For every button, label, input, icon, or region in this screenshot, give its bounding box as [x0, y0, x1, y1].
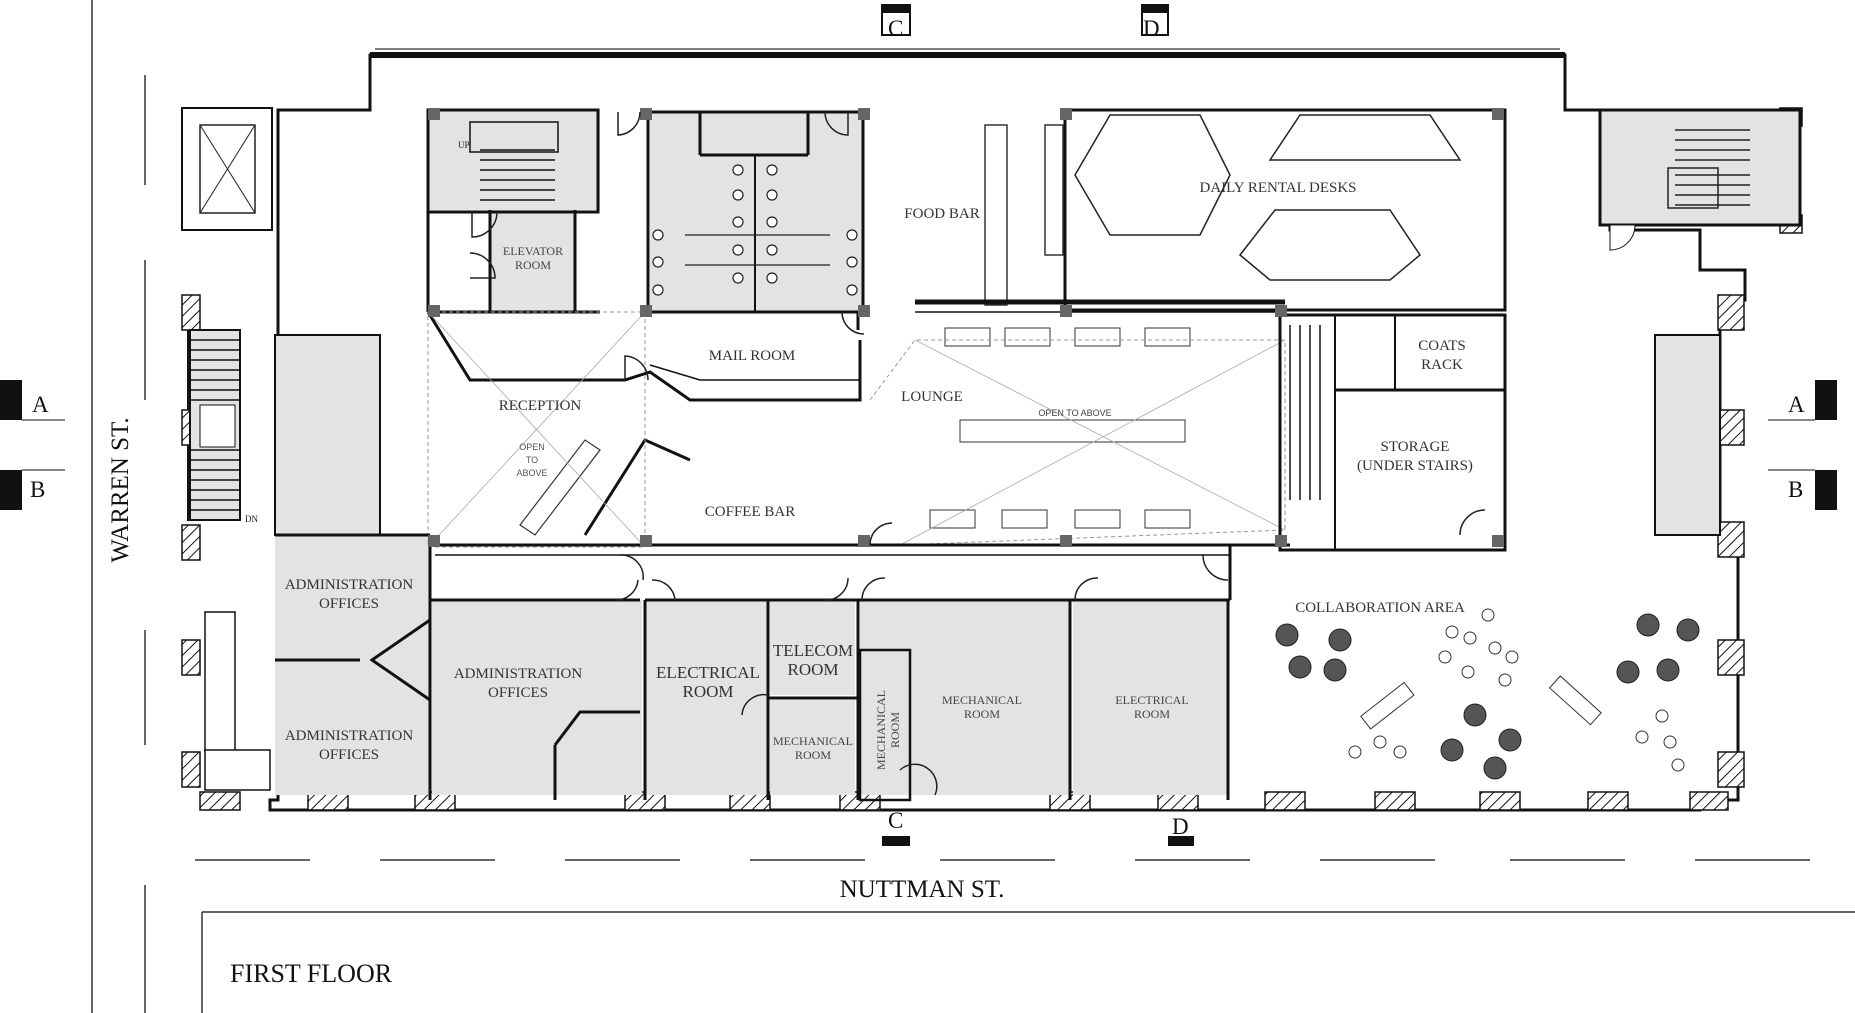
daily-rental-desks-label: DAILY RENTAL DESKS: [1199, 180, 1356, 196]
lounge-label: LOUNGE: [901, 389, 963, 405]
food-bar-label: FOOD BAR: [904, 206, 979, 222]
section-c-top: C: [888, 16, 903, 41]
section-a-right: A: [1788, 392, 1805, 417]
mail-room-label: MAIL ROOM: [709, 348, 796, 364]
mechanical-room-vertical-label: MECHANICALROOM: [874, 690, 902, 770]
site-lines: [91, 0, 1855, 1013]
west-stair: DN: [189, 329, 271, 791]
west-street-label: WARREN ST.: [107, 417, 134, 562]
floor-title: FIRST FLOOR: [230, 959, 393, 988]
storage-label: STORAGE(UNDER STAIRS): [1357, 439, 1473, 474]
shaded-rooms: [275, 110, 1720, 795]
south-street-label: NUTTMAN ST.: [840, 876, 1005, 903]
reception-label: RECEPTION: [499, 398, 582, 414]
section-a-left: A: [32, 392, 49, 417]
elevator-shaft: [181, 107, 273, 231]
section-d-top: D: [1143, 16, 1160, 41]
interior-walls: UP: [274, 55, 1721, 802]
collaboration-area-label: COLLABORATION AREA: [1295, 600, 1465, 616]
section-b-right: B: [1788, 477, 1803, 502]
dn-label: DN: [245, 514, 258, 524]
section-c-bottom: C: [888, 808, 903, 833]
coffee-bar-label: COFFEE BAR: [705, 504, 795, 520]
collaboration-furniture: [1275, 608, 1700, 780]
section-b-left: B: [30, 477, 45, 502]
open-to-above-lounge-label: OPEN TO ABOVE: [1038, 408, 1111, 418]
ne-stair-core: [1598, 108, 1802, 251]
section-markers: A B A B C D C D: [0, 4, 1837, 846]
door-swings: [469, 111, 1486, 796]
interior-columns: [428, 108, 1504, 547]
up-label: UP: [458, 140, 470, 150]
section-d-bottom: D: [1172, 814, 1189, 839]
